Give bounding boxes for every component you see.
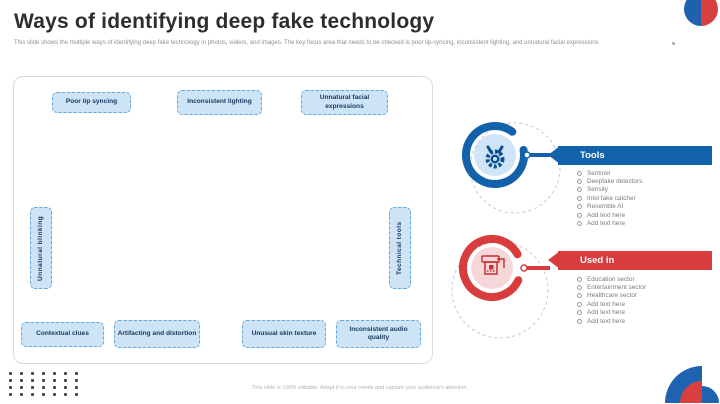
connector-dot — [520, 264, 528, 272]
tools-item-text: Deepfake detectors — [587, 178, 643, 186]
bullet-icon — [577, 285, 582, 291]
list-item: Sentinel — [577, 169, 717, 177]
tools-header-bar: Tools — [558, 146, 712, 165]
label-poor-lip-syncing: Poor lip syncing — [52, 92, 131, 113]
connector-dot — [523, 151, 531, 159]
tools-badge — [462, 122, 550, 188]
bullet-icon — [577, 310, 582, 316]
list-item: Resemble AI — [577, 203, 717, 211]
list-item: Add text here — [577, 300, 717, 308]
tools-item-text: Intel fake catcher — [587, 194, 636, 202]
dashed-circle-decorations — [451, 122, 561, 339]
used-in-item-text: Entertainment sector — [587, 284, 646, 292]
list-item: Add text here — [577, 309, 717, 317]
bullet-icon — [577, 221, 582, 227]
tools-item-text: Add text here — [587, 211, 626, 219]
label-inconsistent-audio-quality: Inconsistent audio quality — [336, 320, 421, 348]
label-technical-tools: Technical tools — [389, 207, 411, 289]
tools-header-label: Tools — [580, 150, 605, 161]
label-contextual-clues: Contextual clues — [21, 322, 104, 347]
used-in-item-text: Add text here — [587, 300, 626, 308]
bullet-icon — [577, 212, 582, 218]
tools-item-text: Sensity — [587, 186, 608, 194]
page-title: Ways of identifying deep fake technology — [14, 10, 435, 33]
list-item: Education sector — [577, 275, 717, 283]
bullet-icon — [577, 179, 582, 185]
tools-item-text: Resemble AI — [587, 203, 624, 211]
corner-circle-decoration — [684, 0, 718, 26]
slide-subtitle: This slide shows the multiple ways of id… — [14, 40, 599, 46]
dot-decoration — [672, 42, 675, 45]
used-in-item-text: Healthcare sector — [587, 292, 638, 300]
list-item: Add text here — [577, 317, 717, 325]
tools-item-text: Sentinel — [587, 169, 611, 177]
label-unusual-skin-texture: Unusual skin texture — [242, 320, 326, 348]
label-inconsistent-lighting: Inconsistent lighting — [177, 90, 262, 115]
label-unnatural-facial-expressions: Unnatural facial expressions — [301, 90, 388, 115]
used-in-item-text: Add text here — [587, 317, 626, 325]
editable-note: This slide is 100% editable. Adapt it to… — [252, 385, 468, 391]
tools-list: Sentinel Deepfake detectors Sensity Inte… — [577, 169, 717, 228]
used-in-item-text: Education sector — [587, 275, 635, 283]
list-item: Entertainment sector — [577, 283, 717, 291]
bullet-icon — [577, 195, 582, 201]
tools-bar-arrow — [548, 146, 560, 164]
gear-tools-icon — [485, 145, 505, 169]
used-in-item-text: Add text here — [587, 309, 626, 317]
used-in-header-label: Used in — [580, 255, 615, 266]
bullet-icon — [577, 187, 582, 193]
diagram-panel — [13, 76, 433, 364]
list-item: Add text here — [577, 211, 717, 219]
dots-grid-decoration — [9, 372, 78, 396]
tools-item-text: Add text here — [587, 220, 626, 228]
bullet-icon — [577, 276, 582, 282]
used-in-badge — [459, 235, 550, 301]
used-in-header-bar: Used in — [558, 251, 712, 270]
label-unnatural-blinking: Unnatural blinking — [30, 207, 52, 289]
label-artifacting-distortion: Artifacting and distortion — [114, 320, 200, 348]
bullet-icon — [577, 293, 582, 299]
list-item: Add text here — [577, 219, 717, 227]
list-item: Healthcare sector — [577, 292, 717, 300]
connector-line — [527, 266, 550, 270]
bullet-icon — [577, 318, 582, 324]
list-item: Deepfake detectors — [577, 177, 717, 185]
list-item: Sensity — [577, 186, 717, 194]
used-in-list: Education sector Entertainment sector He… — [577, 275, 717, 325]
list-item: Intel fake catcher — [577, 194, 717, 202]
machine-printer-icon — [481, 255, 505, 275]
bullet-icon — [577, 204, 582, 210]
used-in-bar-arrow — [548, 251, 560, 269]
connector-line — [530, 153, 550, 157]
bullet-icon — [577, 301, 582, 307]
bullet-icon — [577, 170, 582, 176]
